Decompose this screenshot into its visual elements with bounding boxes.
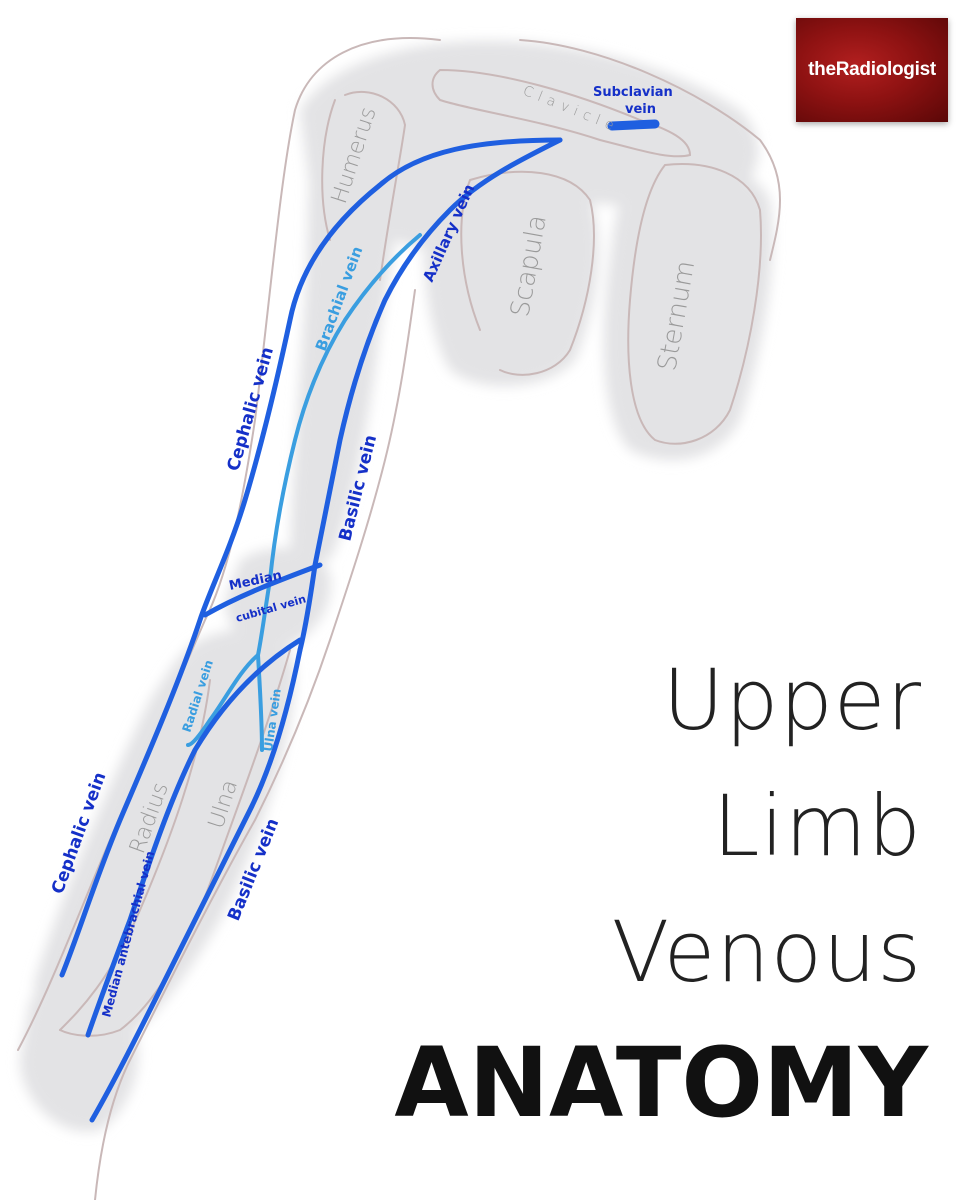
basilic-lower-vein-path [89,647,303,1123]
shoulder-top-outline [519,39,781,261]
clavicle-outline [431,68,692,158]
median-antebrachial-vein-path [85,637,303,1038]
humerus-outline [321,90,407,281]
subclavian-vein-label-2: vein [625,102,656,117]
sternum-shade [604,160,773,460]
sternum-outline [627,163,762,445]
cephalic-vein-path [59,137,563,978]
bone-shading [20,40,773,1132]
logo-text: theRadiologist [808,59,936,80]
brachial-vein-path [186,233,422,747]
title-line-anatomy: ANATOMY [394,1027,928,1139]
title-line-venous: Venous [611,903,922,1001]
median-cubital-vein-path [202,562,323,618]
title-line-upper: Upper [662,651,922,749]
subclavian-vein [607,119,660,131]
veins [59,119,660,1123]
the-radiologist-logo: theRadiologist [796,18,948,122]
inner-arm-outline [94,289,416,1200]
title-line-limb: Limb [712,777,922,875]
ulna-vein-path [256,653,264,752]
subclavian-vein-label-1: Subclavian [593,85,673,100]
hand-shade [20,989,139,1132]
humerus-shade [290,101,404,560]
scapula-shade [424,156,599,387]
forearm-shade [34,630,295,1060]
